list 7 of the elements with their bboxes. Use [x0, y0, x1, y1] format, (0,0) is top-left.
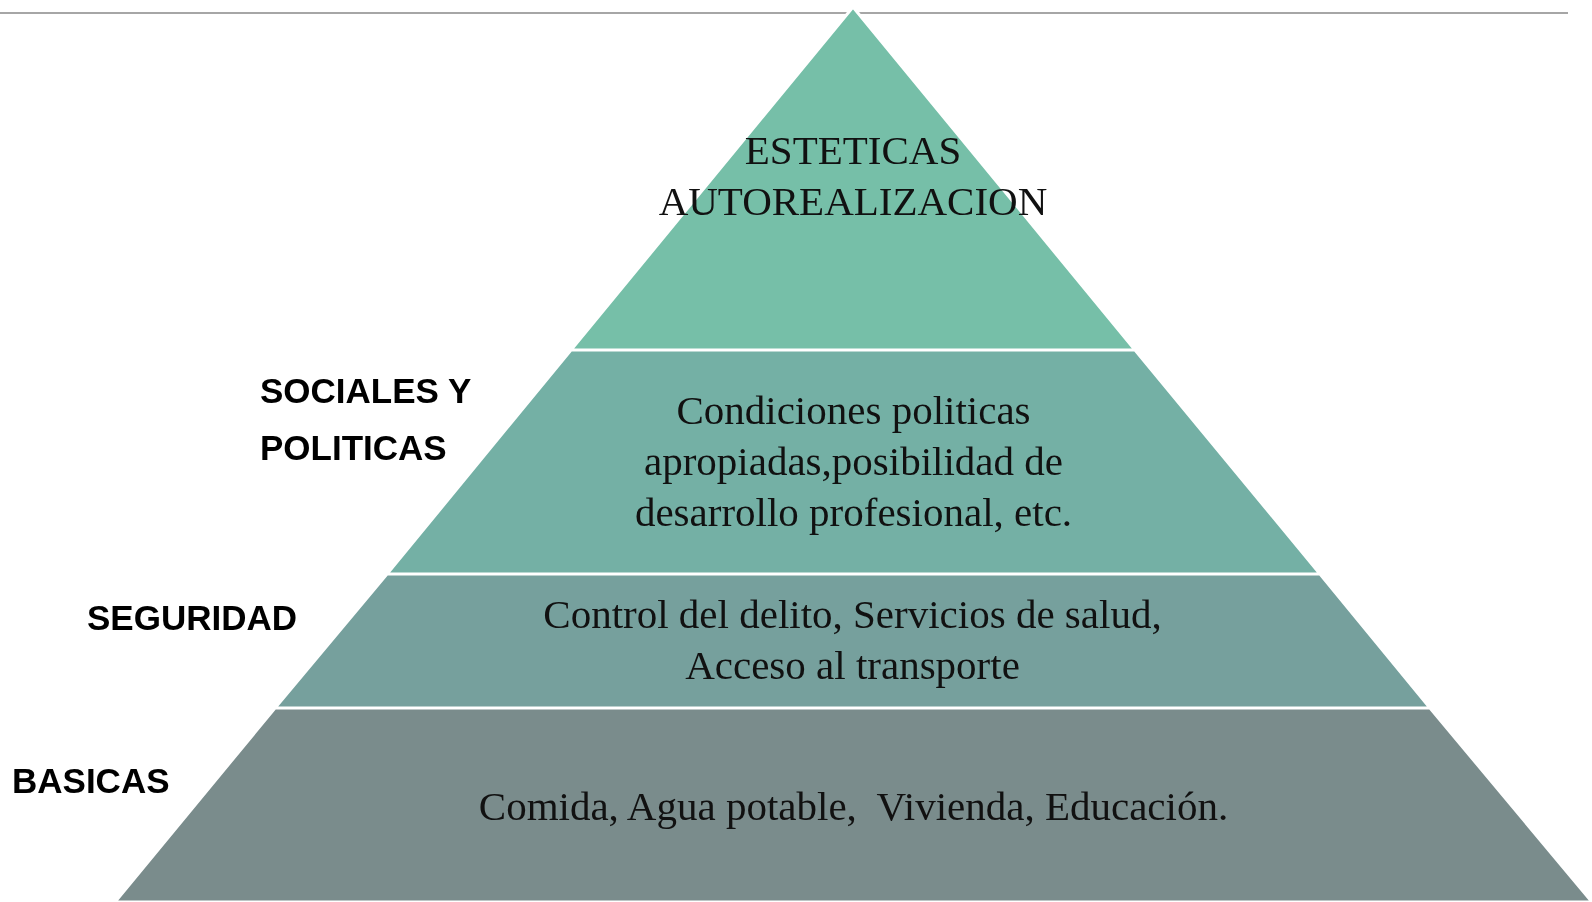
level-text: Control del delito, Servicios de salud, Acceso al transporte [542, 590, 1163, 690]
level-text: Comida, Agua potable, Vivienda, Educación. [477, 782, 1230, 831]
level-label: SEGURIDAD [87, 597, 299, 639]
pyramid-level [571, 7, 1135, 350]
level-label: SOCIALES Y POLITICAS [260, 370, 472, 469]
level-text: Condiciones politicas apropiadas,posibilidad de desarrollo profesional, etc. [633, 386, 1074, 537]
level-label: BASICAS [12, 760, 171, 802]
